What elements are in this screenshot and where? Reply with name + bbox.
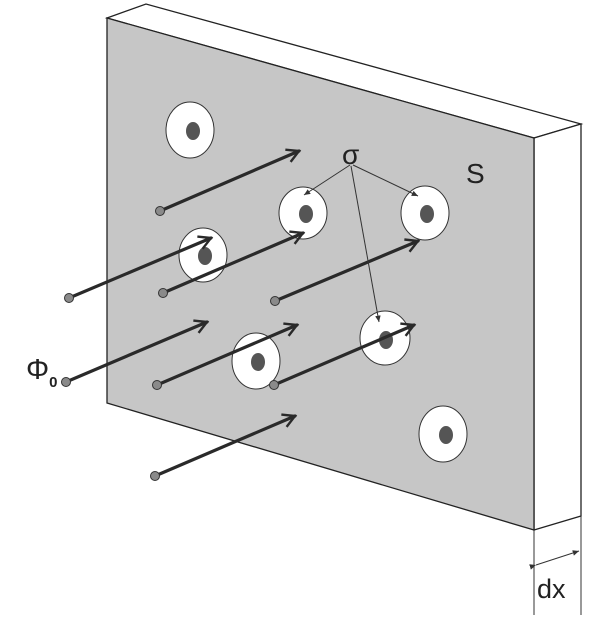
source-dot-icon — [64, 293, 74, 303]
sigma-pointer — [352, 164, 419, 197]
beam-arrow — [158, 148, 302, 213]
source-dot-icon — [270, 296, 280, 306]
flux-symbol: Φ — [26, 354, 49, 386]
incident-beam — [64, 148, 421, 478]
flux-subscript: 0 — [49, 374, 57, 391]
sigma-pointers — [303, 164, 419, 323]
sigma-pointer — [350, 165, 381, 323]
area-label: S — [466, 158, 485, 189]
target-slab — [104, 3, 584, 531]
thickness-dimension — [529, 516, 582, 615]
dimension-arrow — [529, 550, 580, 570]
source-dot-icon — [152, 380, 162, 390]
target-nucleus-icon — [400, 185, 450, 241]
target-nucleus-icon — [178, 227, 228, 283]
beam-arrow — [67, 235, 214, 300]
thickness-label: dx — [537, 574, 566, 604]
slab-side-face — [533, 123, 582, 531]
target-nucleus-icon — [278, 186, 328, 240]
beam-arrow — [64, 319, 210, 384]
beam-arrow — [161, 230, 306, 295]
target-nucleus-icon — [165, 101, 215, 159]
source-dot-icon — [150, 471, 160, 481]
target-nuclei — [165, 101, 468, 463]
cross-section-label: σ — [342, 139, 359, 170]
beam-arrow — [155, 322, 300, 387]
beam-arrow — [272, 322, 417, 387]
source-dot-icon — [155, 206, 165, 216]
source-dot-icon — [269, 380, 279, 390]
source-dot-icon — [158, 288, 168, 298]
beam-arrow — [153, 413, 298, 478]
beam-sources — [61, 206, 280, 481]
flux-label: Φ0 — [26, 354, 57, 391]
source-dot-icon — [61, 377, 71, 387]
target-nucleus-icon — [418, 405, 468, 463]
beam-arrow — [273, 238, 421, 303]
sigma-pointer — [303, 164, 351, 196]
